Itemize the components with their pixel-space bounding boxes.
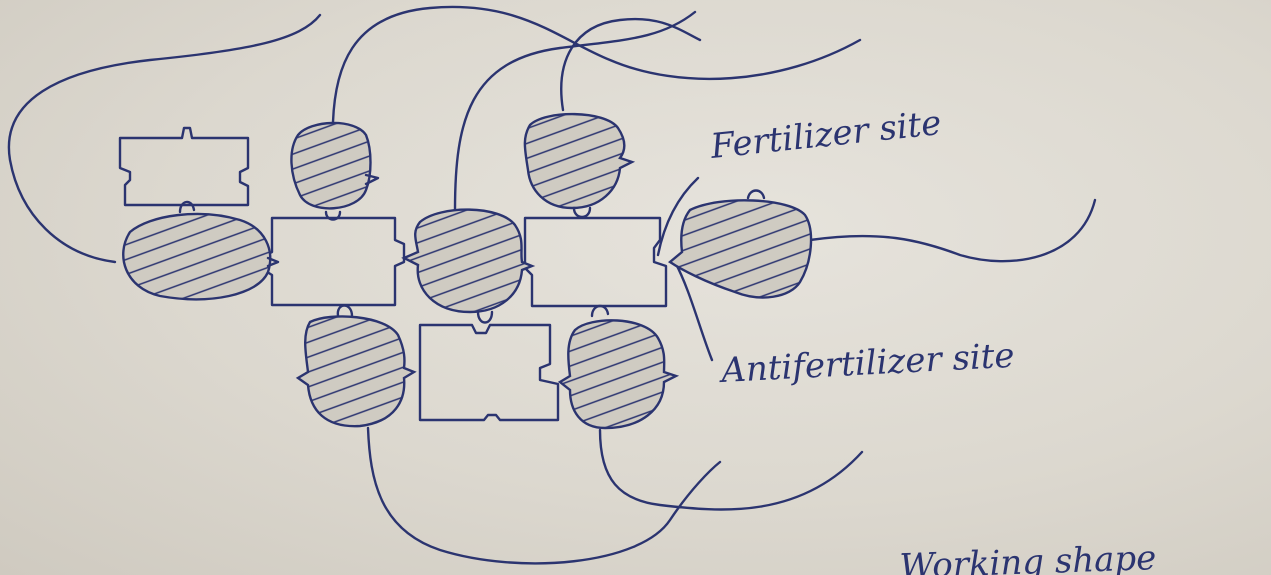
empty-piece-middle-1 [264, 218, 404, 305]
hatched-blob-top-2 [525, 114, 632, 217]
hatched-blob-right [670, 191, 811, 298]
hatched-blob-center [404, 210, 532, 323]
tether-curve-bottom-2 [600, 430, 862, 510]
label-bottom-scrawl: Working shape [899, 538, 1157, 575]
tether-curve-top-1 [333, 7, 860, 122]
hatched-blob-bottom-right [560, 306, 676, 428]
hatched-blob-left [123, 202, 278, 299]
hatched-blob-bottom-left [298, 306, 414, 427]
tether-curve-top-3 [561, 19, 700, 110]
empty-piece-bottom [420, 325, 558, 420]
label-antifertilizer-site: Antifertilizer site [717, 336, 1015, 391]
hatched-blob-top-1 [291, 123, 378, 220]
empty-piece-middle-2 [525, 218, 666, 306]
tether-curve-bottom-1 [368, 428, 720, 563]
tether-curve-right [810, 200, 1095, 261]
empty-piece-top-left [120, 128, 248, 205]
label-fertilizer-site: Fertilizer site [708, 103, 944, 167]
